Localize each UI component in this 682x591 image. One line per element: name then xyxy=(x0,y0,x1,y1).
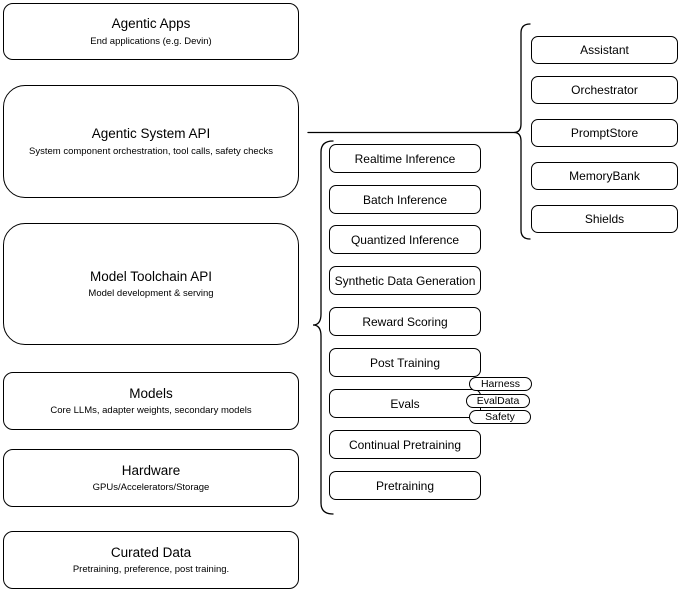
node-subtitle: GPUs/Accelerators/Storage xyxy=(92,482,210,494)
toolchain-item-evals: Evals xyxy=(329,389,481,418)
node-title: Agentic Apps xyxy=(111,16,191,32)
components-group-brace xyxy=(513,23,531,240)
node-hardware: Hardware GPUs/Accelerators/Storage xyxy=(3,449,299,507)
node-agentic-system-api: Agentic System API System component orch… xyxy=(3,85,299,198)
node-model-toolchain-api: Model Toolchain API Model development & … xyxy=(3,223,299,345)
eval-tag-evaldata: EvalData xyxy=(466,394,530,408)
node-subtitle: Pretraining, preference, post training. xyxy=(72,564,230,576)
node-title: Model Toolchain API xyxy=(89,268,213,284)
toolchain-item-batch-inference: Batch Inference xyxy=(329,185,481,214)
node-title: Hardware xyxy=(121,462,181,478)
component-assistant: Assistant xyxy=(531,36,678,64)
node-title: Models xyxy=(129,385,173,401)
toolchain-group-brace xyxy=(312,140,334,515)
node-subtitle: End applications (e.g. Devin) xyxy=(90,35,212,47)
node-curated-data: Curated Data Pretraining, preference, po… xyxy=(3,531,299,589)
component-memorybank: MemoryBank xyxy=(531,162,678,190)
component-shields: Shields xyxy=(531,205,678,233)
node-models: Models Core LLMs, adapter weights, secon… xyxy=(3,372,299,430)
toolchain-item-reward-scoring: Reward Scoring xyxy=(329,307,481,336)
node-subtitle: System component orchestration, tool cal… xyxy=(29,145,273,157)
toolchain-item-quantized-inference: Quantized Inference xyxy=(329,225,481,254)
node-agentic-apps: Agentic Apps End applications (e.g. Devi… xyxy=(3,3,299,60)
component-promptstore: PromptStore xyxy=(531,119,678,147)
node-subtitle: Core LLMs, adapter weights, secondary mo… xyxy=(50,405,252,417)
node-title: Agentic System API xyxy=(91,126,211,142)
node-title: Curated Data xyxy=(110,544,192,560)
toolchain-item-synthetic-data-generation: Synthetic Data Generation xyxy=(329,266,481,295)
component-orchestrator: Orchestrator xyxy=(531,76,678,104)
eval-tag-harness: Harness xyxy=(469,377,532,391)
eval-tag-safety: Safety xyxy=(469,410,531,424)
node-subtitle: Model development & serving xyxy=(88,288,214,300)
toolchain-item-pretraining: Pretraining xyxy=(329,471,481,500)
toolchain-item-realtime-inference: Realtime Inference xyxy=(329,144,481,173)
toolchain-item-continual-pretraining: Continual Pretraining xyxy=(329,430,481,459)
toolchain-item-post-training: Post Training xyxy=(329,348,481,377)
